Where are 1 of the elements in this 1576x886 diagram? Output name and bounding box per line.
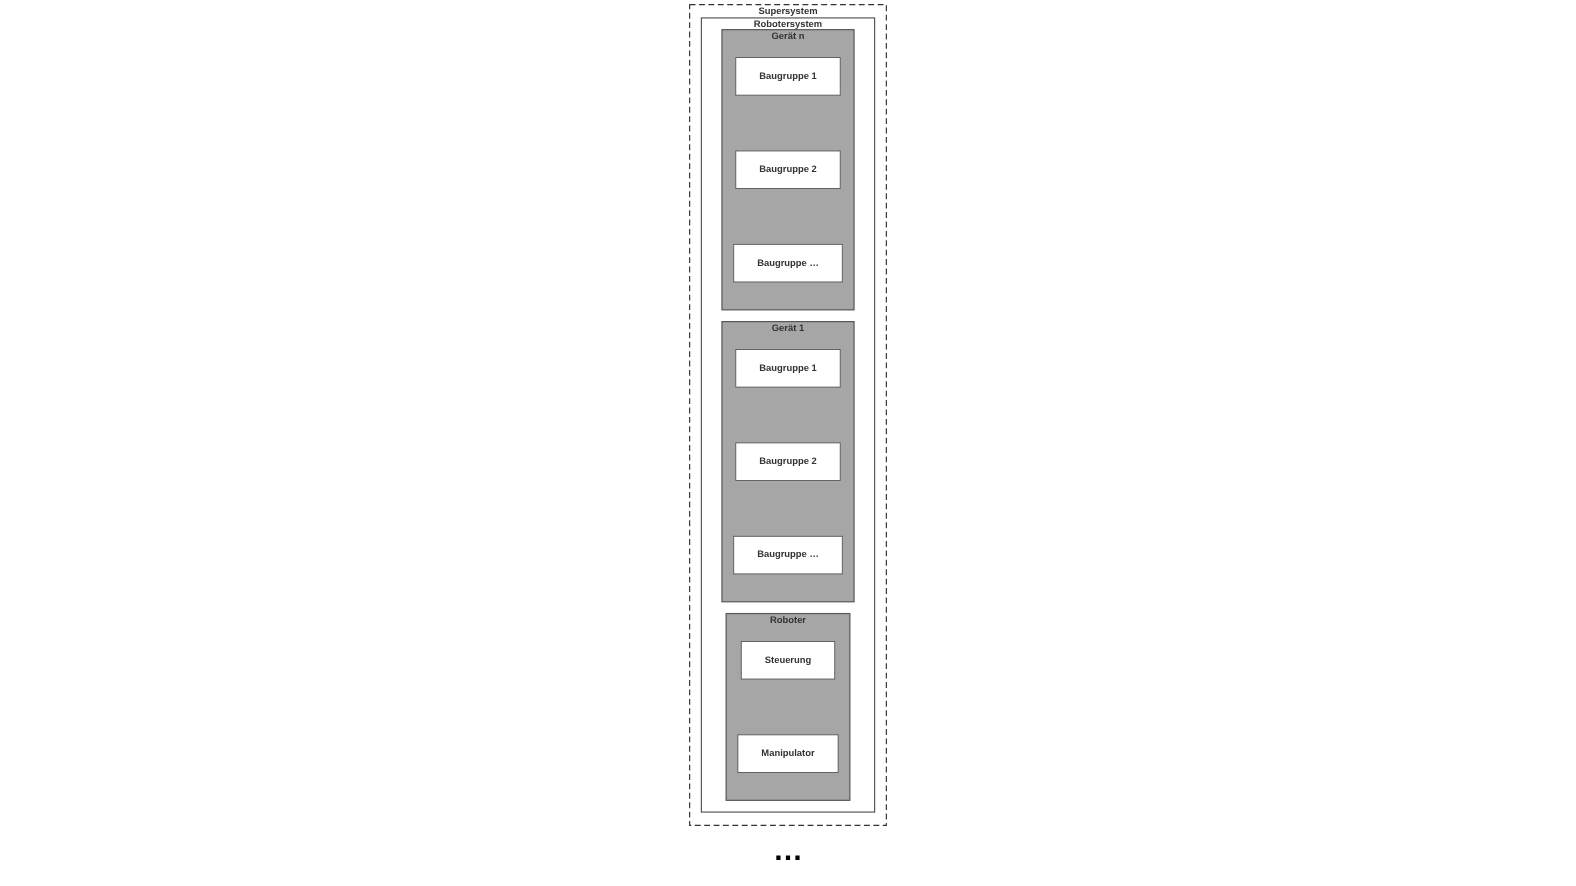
ellipsis-text: … — [773, 834, 803, 868]
